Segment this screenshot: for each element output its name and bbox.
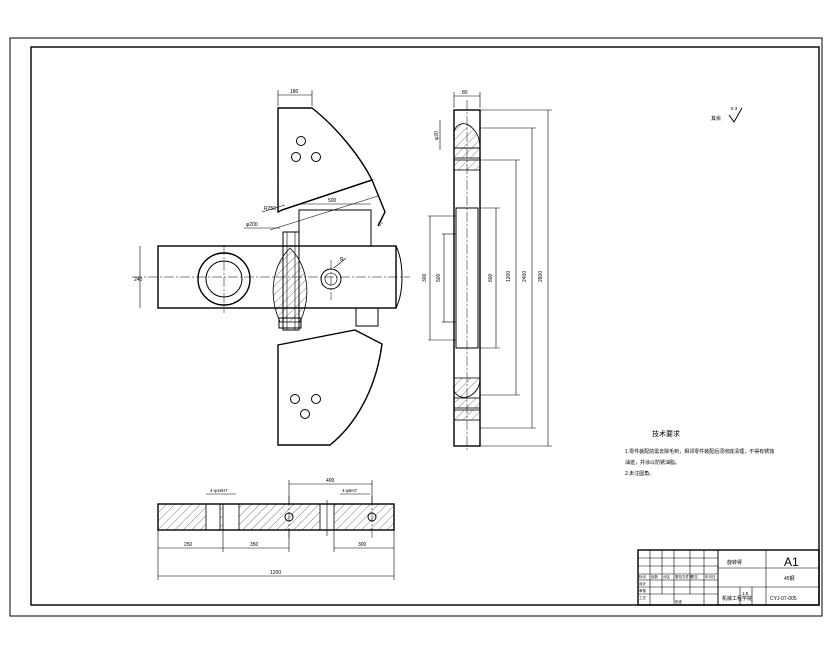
tb-cell-2: 分区 [663, 574, 671, 579]
side-dim-small: φ20 [434, 131, 440, 140]
tb-material: 45钢 [784, 575, 795, 582]
tb-cell-8: 工艺 [639, 595, 647, 600]
tech-req-line1: 1.零件装配前需去除毛刺，相邻零件装配后须彻底清理，不得有锈蚀 [625, 448, 774, 455]
tb-cell-0: 标记 [639, 574, 647, 579]
front-dim-slot: 500 [328, 198, 337, 204]
tb-company: 机械工程学院 [722, 595, 752, 602]
tech-req-line2: 油迹，并涂以防锈油脂。 [625, 459, 680, 466]
side-dim-3: 300 [422, 273, 428, 282]
bottom-dim-hole1: 4-φ19H7 [210, 488, 228, 493]
tech-requirements: 技术要求 1.零件装配前需去除毛刺，相邻零件装配后须彻底清理，不得有锈蚀 油迹，… [625, 429, 774, 477]
tb-cell-3: 更改文件号 [675, 574, 693, 579]
bottom-dim-total: 1200 [270, 570, 281, 576]
front-dim-angle: 6° [378, 222, 383, 228]
side-dim-1: 2400 [522, 271, 528, 282]
tb-cell-4: 签名 [691, 574, 698, 579]
tb-drawing-no: CYJ-07-005 [770, 596, 797, 602]
tb-cell-5: 年月日 [705, 574, 716, 579]
bottom-dim-hole2: 4-φ6H7 [342, 488, 358, 493]
tb-part-name: 旋转臂 [727, 559, 742, 566]
front-dim-hole: φ200 [246, 222, 258, 228]
roughness-label: 其余 [711, 115, 721, 122]
tb-cell-6: 设计 [639, 581, 647, 586]
side-view: 2800 2400 1200 600 300 500 80 φ20 [422, 90, 552, 452]
front-dim-radius: R250 [264, 206, 276, 212]
tech-req-title: 技术要求 [652, 429, 680, 438]
side-dim-2: 1200 [506, 271, 512, 282]
side-dim-4: 500 [436, 273, 442, 282]
bottom-dim-a: 250 [184, 542, 193, 548]
tb-scale: 1:5 [742, 591, 749, 596]
tb-cell-9: 批准 [675, 599, 683, 604]
front-dim-height: 240 [134, 277, 143, 283]
front-view: 180 500 240 φ200 R250 R 6° [132, 89, 410, 446]
front-dim-small: R [340, 257, 344, 263]
side-dim-top: 80 [462, 90, 468, 96]
roughness-value: 6.3 [731, 106, 738, 111]
tb-cell-1: 处数 [651, 574, 659, 579]
side-dim-5: 600 [488, 273, 494, 282]
roughness-symbol: 其余 6.3 [711, 106, 743, 123]
tb-sheet-size: A1 [784, 555, 799, 569]
front-dim-top: 180 [290, 89, 299, 95]
outer-border [9, 37, 823, 617]
title-block: 旋转臂 A1 45钢 CYJ-07-005 1:5 机械工程学院 标记 处数 分… [637, 549, 820, 606]
bottom-dim-b: 350 [250, 542, 259, 548]
bottom-dim-c: 300 [358, 542, 367, 548]
bottom-dim-span: 400 [326, 478, 335, 484]
inner-border [30, 46, 820, 606]
tech-req-line3: 2.未注圆角。 [625, 470, 654, 477]
tb-cell-7: 审核 [639, 588, 647, 593]
side-dim-0: 2800 [538, 271, 544, 282]
bottom-view: 400 4-φ19H7 4-φ6H7 250 350 300 1200 [157, 478, 395, 580]
